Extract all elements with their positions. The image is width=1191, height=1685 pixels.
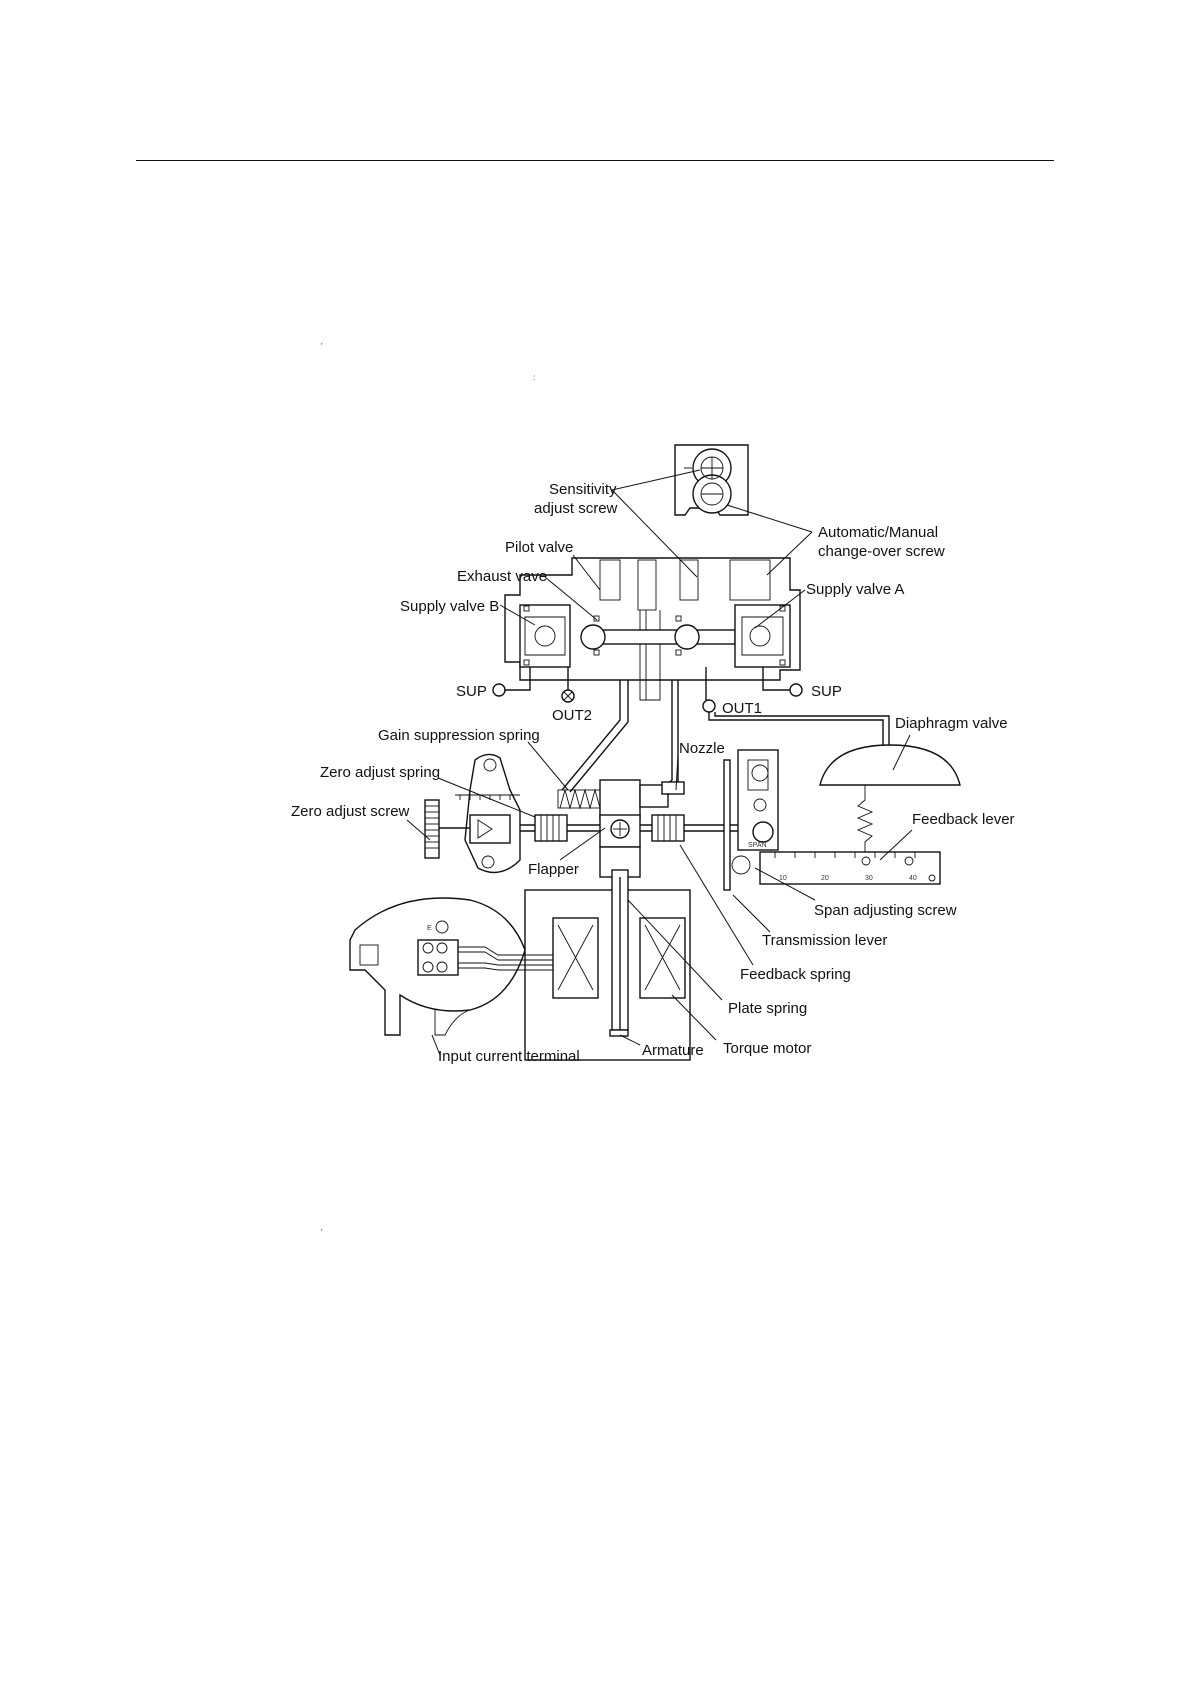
label-out1: OUT1 bbox=[722, 700, 762, 717]
label-torque-motor: Torque motor bbox=[723, 1040, 811, 1057]
label-supply-valve-b: Supply valve B bbox=[400, 598, 499, 615]
scale-tick: 30 bbox=[865, 875, 873, 882]
scale-tick: 40 bbox=[909, 875, 917, 882]
span-mark: SPAN bbox=[748, 842, 767, 849]
leader-lines bbox=[406, 469, 913, 1056]
label-sensitivity-1: Sensitivity bbox=[549, 481, 617, 498]
stray-mark: ' bbox=[321, 342, 323, 351]
label-sup-left: SUP bbox=[456, 683, 487, 700]
labels: Sensitivity adjust screw Automatic/Manua… bbox=[291, 481, 1015, 1065]
label-auto-manual-1: Automatic/Manual bbox=[818, 524, 938, 541]
scale-tick: 20 bbox=[821, 875, 829, 882]
nozzle-channels bbox=[561, 680, 679, 796]
zero-adjust-bracket bbox=[424, 753, 521, 874]
terminal-housing: E bbox=[349, 897, 553, 1036]
label-feedback-spring: Feedback spring bbox=[740, 966, 851, 983]
label-span-adjusting-screw: Span adjusting screw bbox=[814, 902, 957, 919]
scale-tick: 10 bbox=[779, 875, 787, 882]
pilot-valve-block bbox=[504, 557, 801, 701]
label-transmission-lever: Transmission lever bbox=[762, 932, 887, 949]
screw-plate bbox=[674, 444, 749, 516]
label-sup-right: SUP bbox=[811, 683, 842, 700]
label-diaphragm-valve: Diaphragm valve bbox=[895, 715, 1008, 732]
label-exhaust-valve: Exhaust vave bbox=[457, 568, 547, 585]
flapper-assembly bbox=[470, 779, 750, 878]
label-input-current-terminal: Input current terminal bbox=[438, 1048, 580, 1065]
label-nozzle: Nozzle bbox=[679, 740, 725, 757]
label-feedback-lever: Feedback lever bbox=[912, 811, 1015, 828]
stray-mark: : bbox=[533, 373, 536, 382]
stray-mark: ' bbox=[321, 1228, 323, 1237]
label-zero-adjust-spring: Zero adjust spring bbox=[320, 764, 440, 781]
label-auto-manual-2: change-over screw bbox=[818, 543, 945, 560]
diaphragm-valve bbox=[819, 744, 961, 860]
label-supply-valve-a: Supply valve A bbox=[806, 581, 904, 598]
label-zero-adjust-screw: Zero adjust screw bbox=[291, 803, 410, 820]
terminal-mark: E bbox=[427, 925, 432, 932]
label-out2: OUT2 bbox=[552, 707, 592, 724]
feedback-lever: SPAN 10 20 30 40 bbox=[723, 749, 941, 891]
label-pilot-valve: Pilot valve bbox=[505, 539, 573, 556]
top-rule bbox=[136, 160, 1054, 161]
label-plate-spring: Plate spring bbox=[728, 1000, 807, 1017]
label-sensitivity-2: adjust screw bbox=[534, 500, 618, 517]
label-flapper: Flapper bbox=[528, 861, 579, 878]
label-armature: Armature bbox=[642, 1042, 704, 1059]
torque-motor bbox=[524, 869, 691, 1061]
label-gain-suppression-spring: Gain suppression spring bbox=[378, 727, 540, 744]
supply-pipes bbox=[492, 667, 890, 748]
